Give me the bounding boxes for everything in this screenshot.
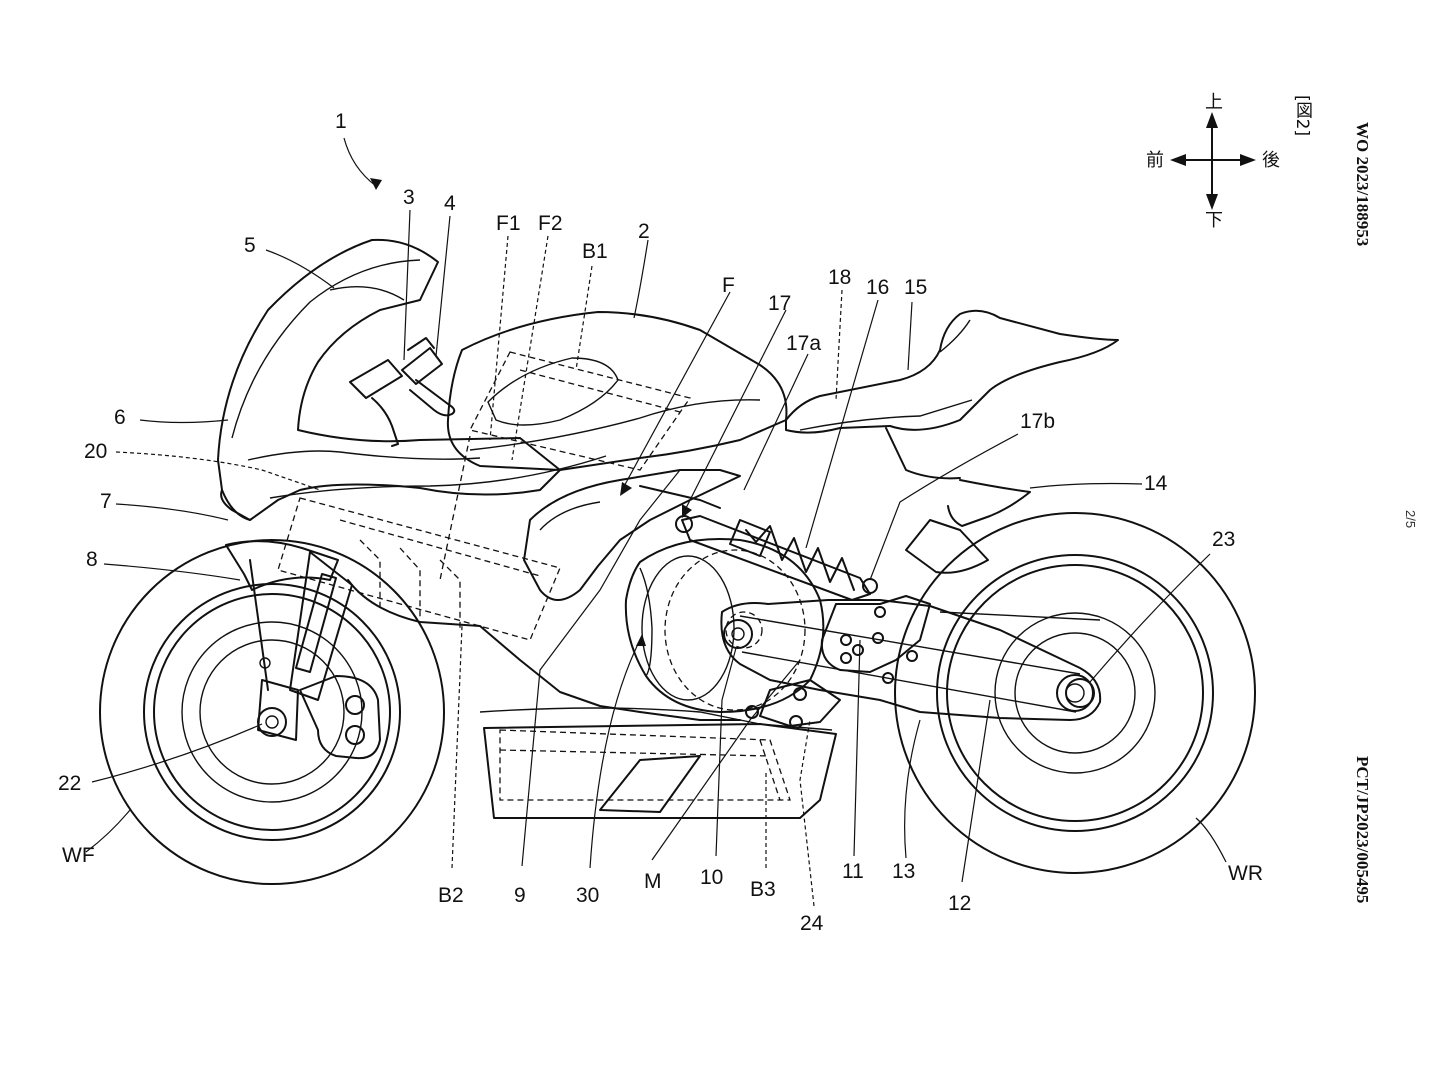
label-B3: B3 (750, 878, 776, 901)
label-20: 20 (84, 440, 107, 463)
label-3: 3 (403, 186, 415, 209)
label-30: 30 (576, 884, 599, 907)
label-B2: B2 (438, 884, 464, 907)
label-2: 2 (638, 220, 650, 243)
label-9: 9 (514, 884, 526, 907)
label-1: 1 (335, 110, 347, 133)
dir-rear-label: 後 (1262, 150, 1280, 171)
label-7: 7 (100, 490, 112, 513)
belly-pan (479, 707, 837, 819)
rear-wheel-WR (894, 512, 1256, 874)
label-23: 23 (1212, 528, 1235, 551)
label-22: 22 (58, 772, 81, 795)
label-15: 15 (904, 276, 927, 299)
handlebar (349, 337, 456, 447)
label-6: 6 (114, 406, 126, 429)
dir-up-label: 上 (1205, 92, 1223, 113)
seat-and-tail (785, 309, 1119, 574)
label-17b: 17b (1020, 410, 1055, 433)
label-WF: WF (62, 844, 95, 867)
label-14: 14 (1144, 472, 1168, 495)
label-F1: F1 (496, 212, 521, 235)
label-12: 12 (948, 892, 971, 915)
reference-labels: 1 3 4 5 6 20 7 8 22 WF F1 F2 B1 2 F 17 1… (58, 110, 1263, 935)
application-number: PCT/JP2023/005495 (1353, 756, 1372, 904)
label-11: 11 (842, 860, 864, 883)
label-13: 13 (892, 860, 915, 883)
label-17a: 17a (786, 332, 821, 355)
rear-shock-absorber (639, 485, 878, 601)
label-5: 5 (244, 234, 256, 257)
label-B1: B1 (582, 240, 608, 263)
dir-down-label: 下 (1205, 210, 1223, 231)
label-8: 8 (86, 548, 98, 571)
front-wheel-WF (99, 539, 445, 885)
battery-layout-dashed (277, 351, 791, 801)
label-F2: F2 (538, 212, 563, 235)
label-17: 17 (768, 292, 791, 315)
orientation-compass: 上 下 前 後 (1146, 92, 1280, 231)
side-fairing (347, 469, 741, 721)
label-10: 10 (700, 866, 723, 889)
label-F: F (722, 274, 735, 297)
page-number: 2/5 (1403, 510, 1418, 529)
dir-front-label: 前 (1146, 150, 1164, 171)
label-WR: WR (1228, 862, 1263, 885)
publication-number: WO 2023/188953 (1353, 122, 1372, 247)
swing-arm (720, 595, 1102, 729)
label-4: 4 (444, 192, 456, 215)
front-fork-assembly (225, 540, 381, 760)
label-18: 18 (828, 266, 851, 289)
label-24: 24 (800, 912, 824, 935)
leader-lines (85, 137, 1227, 907)
motor-M (624, 537, 825, 713)
label-M: M (644, 870, 662, 893)
label-16: 16 (866, 276, 889, 299)
figure-label: [図2] (1292, 95, 1312, 137)
